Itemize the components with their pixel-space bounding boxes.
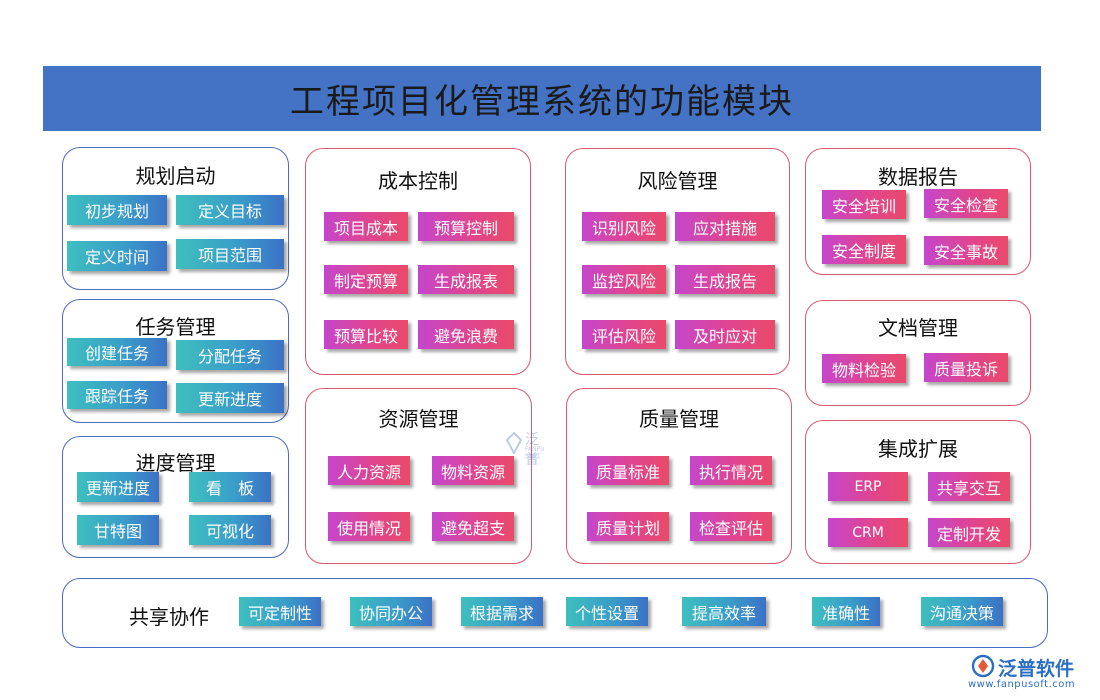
- item-button[interactable]: 沟通决策: [921, 597, 1003, 626]
- module-title: 质量管理: [639, 407, 719, 431]
- item-button[interactable]: 检查评估: [690, 512, 772, 541]
- item-button[interactable]: ERP: [828, 472, 908, 501]
- brand-logo: 泛普软件 www.fanpusoft.com: [968, 654, 1090, 692]
- module-title: 规划启动: [135, 164, 216, 188]
- item-button[interactable]: 物料检验: [822, 354, 906, 383]
- module-shared: 共享协作: [62, 578, 1048, 648]
- item-button[interactable]: 定义目标: [176, 195, 284, 225]
- item-button[interactable]: 甘特图: [77, 515, 159, 545]
- item-button[interactable]: 避免超支: [432, 512, 514, 541]
- item-button[interactable]: 生成报告: [675, 265, 775, 294]
- item-button[interactable]: 更新进度: [176, 383, 284, 413]
- item-button[interactable]: 初步规划: [67, 195, 167, 225]
- item-button[interactable]: 创建任务: [67, 338, 167, 366]
- item-button[interactable]: 看 板: [189, 472, 271, 502]
- item-button[interactable]: 可定制性: [239, 597, 321, 626]
- item-button[interactable]: 更新进度: [77, 472, 159, 502]
- item-button[interactable]: 制定预算: [324, 265, 408, 294]
- item-button[interactable]: 执行情况: [690, 456, 772, 485]
- item-button[interactable]: 评估风险: [582, 320, 666, 349]
- item-button[interactable]: 准确性: [812, 597, 880, 626]
- item-button[interactable]: 及时应对: [675, 320, 775, 349]
- center-watermark-text: 泛普: [525, 432, 539, 468]
- center-watermark: 泛普 FANPU SOFT: [505, 431, 545, 468]
- item-button[interactable]: 物料资源: [432, 456, 514, 485]
- item-button[interactable]: 监控风险: [582, 265, 666, 294]
- item-button[interactable]: 跟踪任务: [67, 381, 167, 409]
- item-button[interactable]: 项目成本: [324, 212, 408, 241]
- center-watermark-sub: FANPU SOFT: [525, 446, 545, 460]
- fanpu-logo-icon: [971, 654, 995, 678]
- module-title: 任务管理: [135, 315, 216, 339]
- item-button[interactable]: 共享交互: [928, 472, 1010, 501]
- module-title: 共享协作: [129, 605, 209, 629]
- brand-name: 泛普软件: [998, 658, 1075, 680]
- item-button[interactable]: 可视化: [189, 515, 271, 545]
- module-title: 风险管理: [637, 169, 718, 193]
- item-button[interactable]: 安全制度: [822, 235, 906, 264]
- item-button[interactable]: 应对措施: [675, 212, 775, 241]
- item-button[interactable]: 人力资源: [328, 456, 410, 485]
- item-button[interactable]: 项目范围: [176, 239, 284, 269]
- item-button[interactable]: 协同办公: [350, 597, 432, 626]
- item-button[interactable]: 定义时间: [67, 241, 167, 271]
- item-button[interactable]: 安全事故: [924, 236, 1008, 265]
- item-button[interactable]: 质量投诉: [924, 353, 1008, 382]
- page-title: 工程项目化管理系统的功能模块: [290, 82, 794, 122]
- title-banner: 工程项目化管理系统的功能模块: [43, 66, 1041, 131]
- module-title: 数据报告: [878, 165, 958, 189]
- module-title: 资源管理: [378, 407, 459, 431]
- item-button[interactable]: 安全检查: [924, 189, 1008, 218]
- module-title: 进度管理: [135, 451, 216, 475]
- item-button[interactable]: 质量计划: [587, 512, 669, 541]
- item-button[interactable]: 个性设置: [566, 597, 648, 626]
- fanpu-logo-icon: [505, 431, 523, 456]
- item-button[interactable]: 避免浪费: [418, 320, 514, 349]
- item-button[interactable]: 预算控制: [418, 212, 514, 241]
- item-button[interactable]: 根据需求: [461, 597, 543, 626]
- item-button[interactable]: 安全培训: [822, 190, 906, 219]
- item-button[interactable]: 分配任务: [176, 340, 284, 370]
- item-button[interactable]: 使用情况: [328, 512, 410, 541]
- module-title: 集成扩展: [878, 437, 958, 461]
- item-button[interactable]: 识别风险: [582, 212, 666, 241]
- item-button[interactable]: 生成报表: [418, 265, 514, 294]
- item-button[interactable]: 定制开发: [928, 518, 1010, 547]
- module-title: 文档管理: [878, 316, 958, 340]
- module-title: 成本控制: [378, 169, 458, 193]
- item-button[interactable]: CRM: [828, 518, 908, 547]
- item-button[interactable]: 质量标准: [587, 456, 669, 485]
- item-button[interactable]: 提高效率: [682, 597, 766, 626]
- brand-url: www.fanpusoft.com: [968, 679, 1076, 690]
- item-button[interactable]: 预算比较: [324, 320, 408, 349]
